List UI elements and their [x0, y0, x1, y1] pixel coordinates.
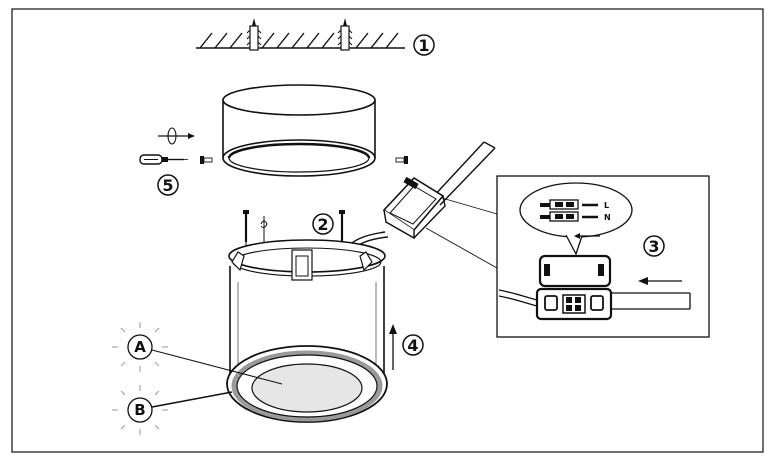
terminal-bubble: L N	[519, 182, 633, 256]
svg-text:L: L	[604, 201, 609, 210]
svg-text:1: 1	[418, 36, 429, 55]
wall-anchor-right	[337, 18, 353, 51]
step-4-marker: 4	[402, 334, 424, 356]
svg-text:2: 2	[317, 215, 328, 234]
svg-text:N: N	[604, 213, 611, 222]
step-2-marker: 2	[312, 213, 334, 235]
screw-right-icon	[395, 156, 408, 164]
detail-cable-right	[611, 292, 691, 310]
screwdriver-icon	[139, 154, 188, 165]
step-5-marker: 5	[157, 174, 179, 196]
callout-a: A	[112, 322, 283, 385]
svg-text:A: A	[134, 338, 146, 356]
svg-text:3: 3	[648, 237, 659, 256]
glow-rays-a-icon	[112, 322, 168, 372]
wall-anchor-left	[246, 18, 262, 51]
glow-rays-b-icon	[112, 385, 168, 435]
terminal-cover	[538, 254, 612, 288]
detail-leader-bottom	[425, 227, 498, 269]
svg-text:B: B	[134, 401, 145, 419]
terminal-base	[535, 287, 613, 321]
insert-cable-arrow	[638, 277, 682, 285]
led-lens	[251, 363, 363, 413]
detail-cable-left	[498, 289, 538, 301]
mounting-screw-left-icon	[243, 210, 249, 248]
step-1-marker: 1	[413, 34, 435, 56]
trim-ring	[222, 84, 376, 177]
push-up-arrow	[389, 324, 397, 370]
wiring-detail-panel: L N 3	[496, 175, 710, 338]
svg-text:4: 4	[407, 336, 418, 355]
detail-leader-top	[441, 197, 498, 215]
rotate-screw-icon	[260, 216, 268, 242]
downlight-housing	[228, 239, 386, 374]
svg-text:5: 5	[162, 176, 173, 195]
ceiling-hatch	[196, 32, 405, 49]
callout-b: B	[112, 385, 233, 435]
rotation-arrow	[158, 127, 195, 145]
inline-connector-block	[382, 176, 446, 240]
step-3-marker: 3	[643, 235, 665, 257]
screw-left-icon	[200, 156, 213, 164]
diagram-frame	[11, 8, 764, 453]
